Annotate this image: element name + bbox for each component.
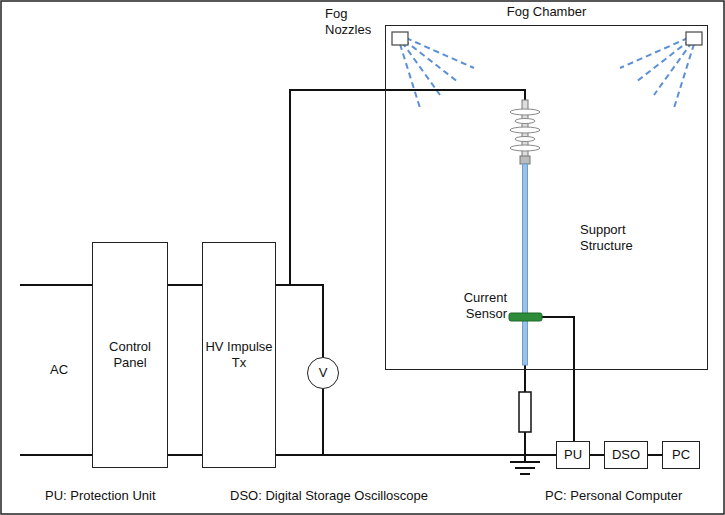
node-text: Fog Chamber [386, 4, 707, 20]
voltmeter-circle: V [307, 357, 339, 389]
support-structure [523, 164, 528, 365]
wire [276, 454, 556, 456]
label-text: PU: Protection Unit [45, 488, 215, 504]
node-text: V [319, 365, 328, 381]
fog-nozzles [400, 38, 694, 108]
nozzle [392, 32, 408, 45]
current-sensor [509, 313, 542, 321]
wire [276, 90, 385, 285]
unit-box: PC [662, 441, 700, 469]
insulator [510, 100, 540, 164]
unit-box: PU [556, 441, 590, 469]
control-panel-box: Control Panel [92, 242, 168, 468]
wire [168, 284, 202, 286]
node-text: PU [564, 447, 582, 463]
node-text: Control Panel [93, 339, 167, 370]
transformer-box: HV Impulse Tx [202, 242, 276, 468]
nozzle [686, 32, 702, 45]
wire [648, 454, 662, 456]
fog-chamber: Fog Chamber [385, 25, 708, 370]
label-text: PC: Personal Computer [545, 488, 720, 504]
unit-box: DSO [604, 441, 648, 469]
resistor-symbol [519, 392, 531, 432]
label-text: AC [50, 362, 80, 378]
ground-symbol [510, 462, 540, 474]
label-text: Current Sensor [452, 290, 507, 321]
label-text: Support Structure [580, 222, 652, 253]
label-text: DSO: Digital Storage Oscilloscope [230, 488, 490, 504]
wire [168, 454, 202, 456]
wire [590, 454, 604, 456]
node-text: PC [672, 447, 690, 463]
node-text: HV Impulse Tx [203, 339, 275, 370]
label-text: Fog Nozzles [325, 6, 381, 37]
node-text: DSO [612, 447, 640, 463]
